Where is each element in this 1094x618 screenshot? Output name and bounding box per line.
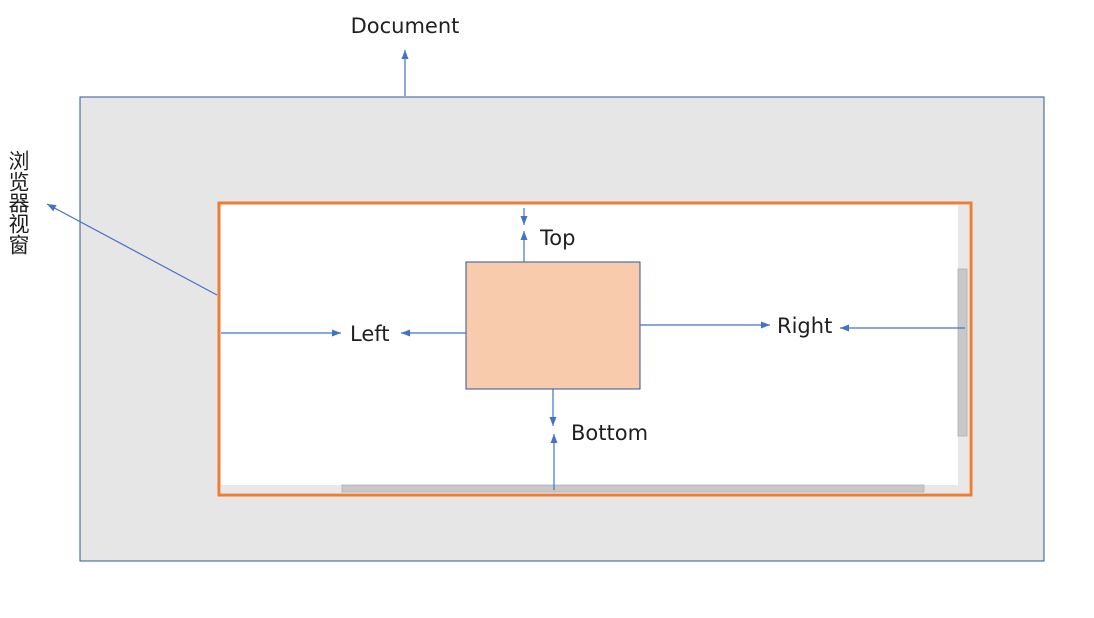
- vertical-scrollbar-thumb[interactable]: [957, 268, 968, 437]
- horizontal-scrollbar-thumb[interactable]: [341, 484, 925, 493]
- target-element: [465, 261, 641, 390]
- bottom-label: Bottom: [571, 421, 648, 445]
- viewport-label: 浏览器视窗: [6, 150, 30, 255]
- right-label: Right: [777, 314, 832, 338]
- left-label: Left: [350, 322, 390, 346]
- document-label: Document: [351, 14, 460, 38]
- top-label: Top: [539, 226, 575, 250]
- viewport-pointer-arrow: [46, 203, 218, 296]
